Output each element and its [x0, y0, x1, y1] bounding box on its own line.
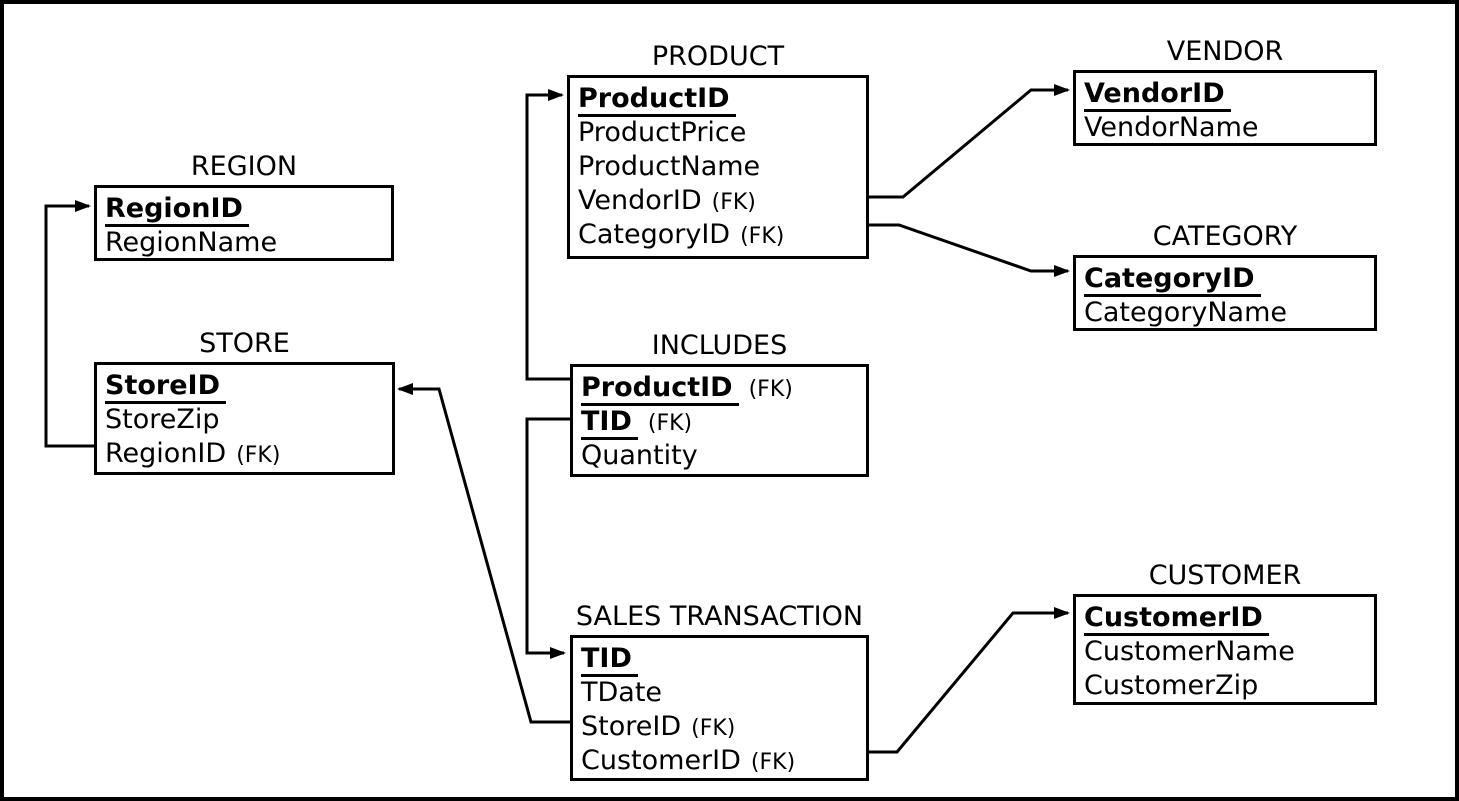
attr-customer-customername: CustomerName	[1084, 636, 1295, 667]
attr-includes-productid: ProductID(FK)	[581, 371, 866, 406]
entity-box-product: ProductID ProductPrice ProductName Vendo…	[567, 75, 869, 259]
attr-category-categoryname: CategoryName	[1084, 297, 1287, 328]
entity-box-category: CategoryID CategoryName	[1073, 255, 1377, 331]
entity-vendor: VENDOR VendorID VendorName	[1073, 35, 1377, 146]
attr-salestransaction-tid: TID	[581, 642, 866, 677]
entity-region: REGION RegionID RegionName	[94, 150, 394, 261]
entity-box-sales-transaction: TID TDate StoreID(FK) CustomerID(FK)	[570, 635, 869, 781]
entity-box-customer: CustomerID CustomerName CustomerZip	[1073, 594, 1377, 705]
attr-vendor-vendorid: VendorID	[1084, 77, 1374, 112]
attr-product-productname: ProductName	[578, 151, 761, 182]
attr-includes-tid: TID(FK)	[581, 405, 866, 440]
attr-store-storeid: StoreID	[105, 369, 392, 404]
entity-box-vendor: VendorID VendorName	[1073, 70, 1377, 146]
entity-title-vendor: VENDOR	[1166, 36, 1284, 67]
attr-category-categoryid: CategoryID	[1084, 262, 1374, 297]
attr-store-storezip: StoreZip	[105, 404, 220, 435]
connector-includes-salestransaction	[525, 417, 570, 659]
attr-salestransaction-customerid: CustomerID(FK)	[581, 745, 796, 776]
attr-product-vendorid: VendorID(FK)	[578, 185, 756, 216]
entity-box-includes: ProductID(FK) TID(FK) Quantity	[570, 364, 869, 477]
connector-salestransaction-store	[397, 383, 570, 724]
attr-customer-customerzip: CustomerZip	[1084, 670, 1259, 701]
entity-product: PRODUCT ProductID ProductPrice ProductNa…	[567, 40, 869, 259]
entity-title-store: STORE	[199, 328, 290, 359]
entity-box-region: RegionID RegionName	[94, 185, 394, 261]
entity-title-sales-transaction: SALES TRANSACTION	[575, 601, 864, 632]
attr-region-regionname: RegionName	[105, 227, 278, 258]
connector-product-vendor	[868, 84, 1070, 199]
attr-store-regionid: RegionID(FK)	[105, 438, 281, 469]
attr-region-regionid: RegionID	[105, 192, 391, 227]
entity-category: CATEGORY CategoryID CategoryName	[1073, 220, 1377, 331]
connector-store-region	[44, 200, 94, 448]
entity-box-store: StoreID StoreZip RegionID(FK)	[94, 362, 395, 475]
attr-salestransaction-storeid: StoreID(FK)	[581, 711, 736, 742]
attr-product-categoryid: CategoryID(FK)	[578, 219, 785, 250]
connector-includes-product	[525, 89, 570, 381]
entity-title-region: REGION	[190, 151, 298, 182]
entity-title-includes: INCLUDES	[651, 330, 788, 361]
attr-product-productprice: ProductPrice	[578, 117, 747, 148]
attr-customer-customerid: CustomerID	[1084, 601, 1374, 636]
attr-product-productid: ProductID	[578, 82, 866, 117]
attr-salestransaction-tdate: TDate	[581, 677, 663, 708]
connector-salestransaction-customer	[868, 607, 1070, 754]
entity-sales-transaction: SALES TRANSACTION TID TDate StoreID(FK) …	[570, 600, 869, 781]
entity-store: STORE StoreID StoreZip RegionID(FK)	[94, 327, 395, 475]
entity-includes: INCLUDES ProductID(FK) TID(FK) Quantity	[570, 329, 869, 477]
entity-title-category: CATEGORY	[1152, 221, 1298, 252]
attr-vendor-vendorname: VendorName	[1084, 112, 1259, 143]
entity-customer: CUSTOMER CustomerID CustomerName Custome…	[1073, 559, 1377, 705]
connector-product-category	[868, 223, 1070, 277]
attr-includes-quantity: Quantity	[581, 440, 698, 471]
entity-title-customer: CUSTOMER	[1148, 560, 1302, 591]
entity-title-product: PRODUCT	[651, 41, 785, 72]
